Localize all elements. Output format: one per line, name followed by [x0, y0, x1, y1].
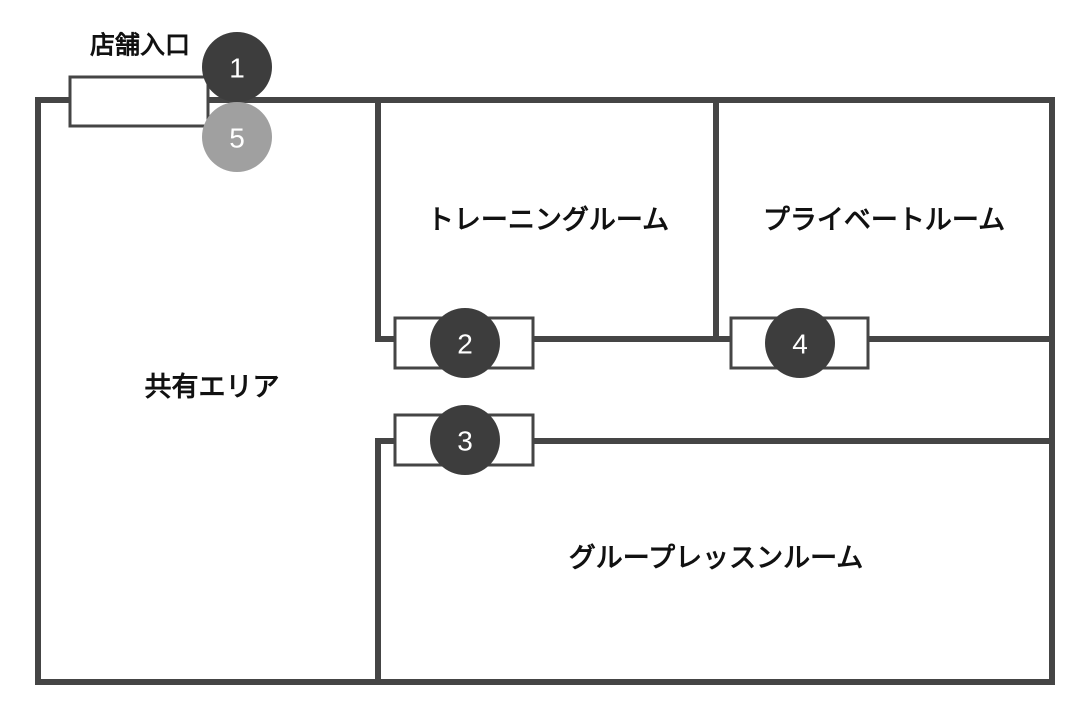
interior-walls: [375, 97, 1055, 685]
marker-3[interactable]: 3: [430, 405, 500, 475]
marker-4[interactable]: 4: [765, 308, 835, 378]
marker-5[interactable]: 5: [202, 102, 272, 172]
marker-4-circle[interactable]: [765, 308, 835, 378]
outer-walls: [35, 97, 1055, 685]
room-label-group-lesson-room: グループレッスンルーム: [569, 542, 864, 573]
marker-2-circle[interactable]: [430, 308, 500, 378]
room-labels: 店舗入口 共有エリア トレーニングルーム プライベートルーム グループレッスンル…: [90, 32, 1005, 574]
entrance-label: 店舗入口: [90, 32, 190, 60]
room-label-training-room: トレーニングルーム: [427, 204, 669, 235]
marker-1-circle[interactable]: [202, 32, 272, 102]
marker-1-label: 1: [229, 53, 245, 84]
marker-3-circle[interactable]: [430, 405, 500, 475]
room-label-common-area: 共有エリア: [145, 372, 280, 402]
marker-5-label: 5: [229, 123, 245, 154]
entrance-alcove: [68, 75, 210, 128]
marker-2-label: 2: [457, 329, 473, 360]
markers: 1 5 2 4 3: [202, 32, 835, 475]
marker-5-circle[interactable]: [202, 102, 272, 172]
marker-3-label: 3: [457, 426, 473, 457]
room-label-private-room: プライベートルーム: [763, 205, 1005, 235]
marker-1[interactable]: 1: [202, 32, 272, 102]
marker-2[interactable]: 2: [430, 308, 500, 378]
entrance-door-rect[interactable]: [68, 75, 210, 128]
marker-4-label: 4: [792, 329, 808, 360]
